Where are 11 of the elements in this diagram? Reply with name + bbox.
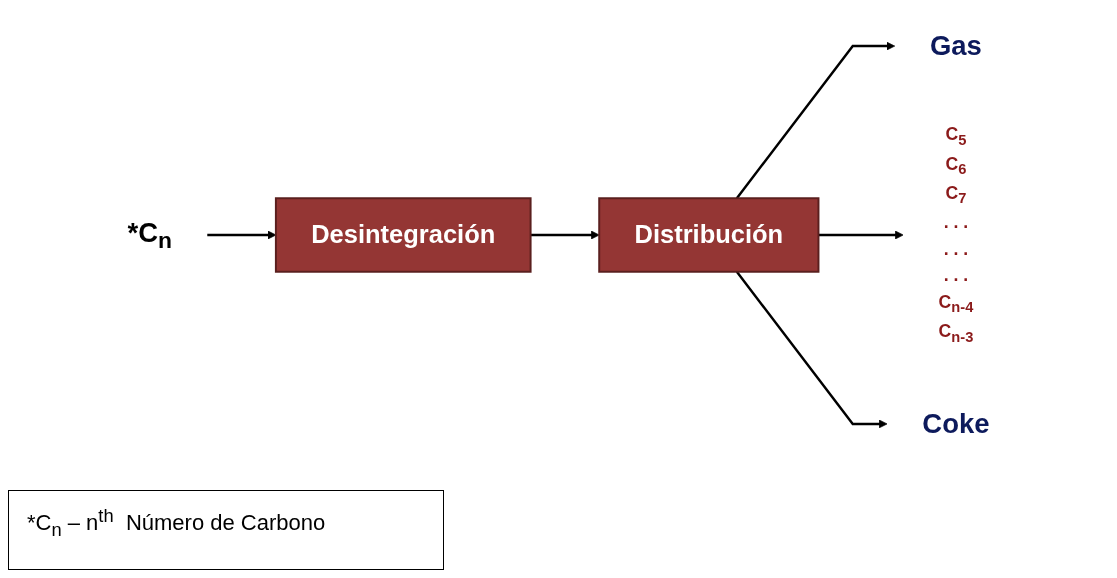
note-box: *C$_{n}$ – n$^{th}$ Número de Carbono xyxy=(8,490,444,570)
node-box: Distribución xyxy=(598,197,820,273)
arrow xyxy=(530,230,600,240)
arrow xyxy=(735,271,888,429)
node-text: Gas xyxy=(929,30,982,61)
arrow xyxy=(818,230,904,240)
node-text: C$_{5}$ C$_{6}$ C$_{7}$ . . . . . . . . . C$_{n-4}$ C$_{n-3}$ xyxy=(938,124,974,346)
node-text: *C$_{n}$ xyxy=(127,217,172,253)
arrow xyxy=(735,41,896,199)
node-box: Desintegración xyxy=(274,197,532,273)
node-text: Coke xyxy=(922,408,990,439)
